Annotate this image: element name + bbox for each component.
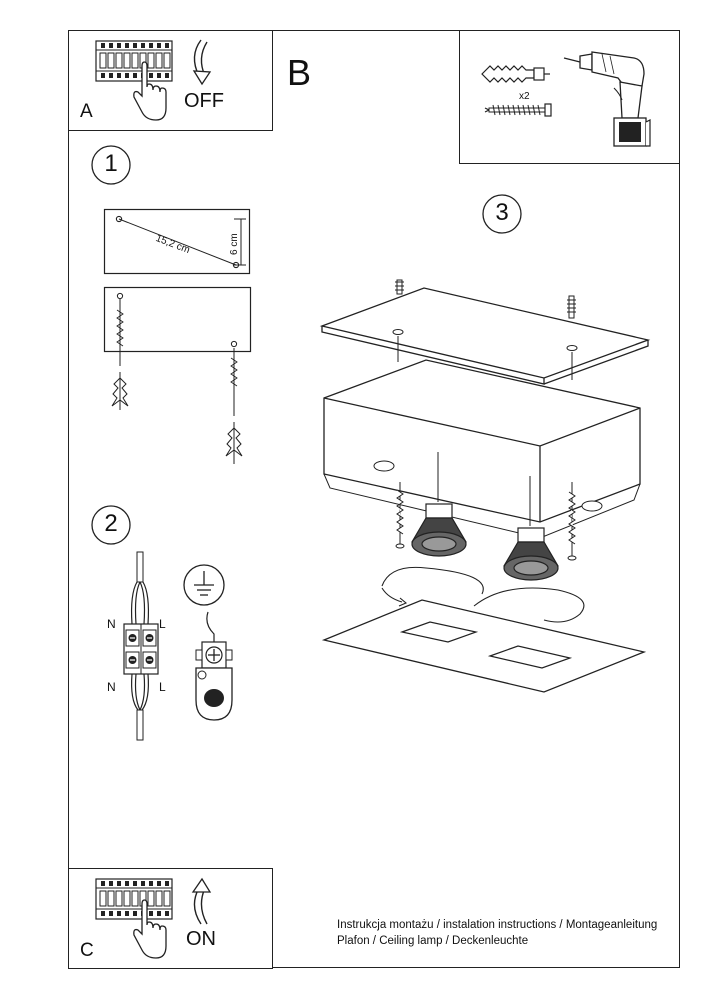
- step-1-number: 1: [104, 150, 118, 177]
- step-3-number: 3: [495, 199, 509, 226]
- hand-pointer-icon: [133, 899, 167, 959]
- instruction-sheet-frame: [68, 30, 680, 968]
- panel-a-letter: A: [80, 101, 93, 122]
- multiplier-label: x2: [519, 91, 530, 102]
- live-label-bottom: L: [159, 680, 166, 694]
- arrow-up-icon: [191, 877, 212, 925]
- lamp-assembly-diagram: [319, 279, 651, 693]
- neutral-label-bottom: N: [107, 680, 116, 694]
- height-dimension: 6 cm: [229, 233, 240, 255]
- document-caption: Instrukcja montażu / instalation instruc…: [337, 917, 657, 949]
- wall-plug-icon: [481, 65, 550, 83]
- terminal-block-wiring-diagram: [123, 551, 159, 741]
- step-1-circle: [91, 145, 131, 185]
- live-label-top: L: [159, 617, 166, 631]
- panel-b-letter: B: [287, 52, 312, 93]
- wall-drilling-diagram: [103, 286, 252, 464]
- arrow-down-icon: [192, 39, 212, 86]
- step-3-circle: [482, 194, 522, 234]
- breaker-panel-icon: [95, 878, 173, 920]
- screw-icon: [484, 103, 552, 117]
- hand-pointer-icon: [133, 61, 167, 121]
- drill-icon: [563, 51, 651, 147]
- panel-c-letter: C: [80, 940, 94, 961]
- off-label: OFF: [184, 90, 224, 112]
- drilling-template-diagram: [103, 208, 251, 275]
- caption-line-2: Plafon / Ceiling lamp / Deckenleuchte: [337, 935, 529, 947]
- step-2-circle: [91, 505, 131, 545]
- neutral-label-top: N: [107, 617, 116, 631]
- step-2-number: 2: [104, 510, 118, 537]
- breaker-panel-icon: [95, 40, 173, 82]
- on-label: ON: [186, 928, 216, 950]
- ground-terminal-diagram: [195, 611, 233, 721]
- caption-line-1: Instrukcja montażu / instalation instruc…: [337, 919, 658, 931]
- ground-symbol-icon: [183, 564, 225, 606]
